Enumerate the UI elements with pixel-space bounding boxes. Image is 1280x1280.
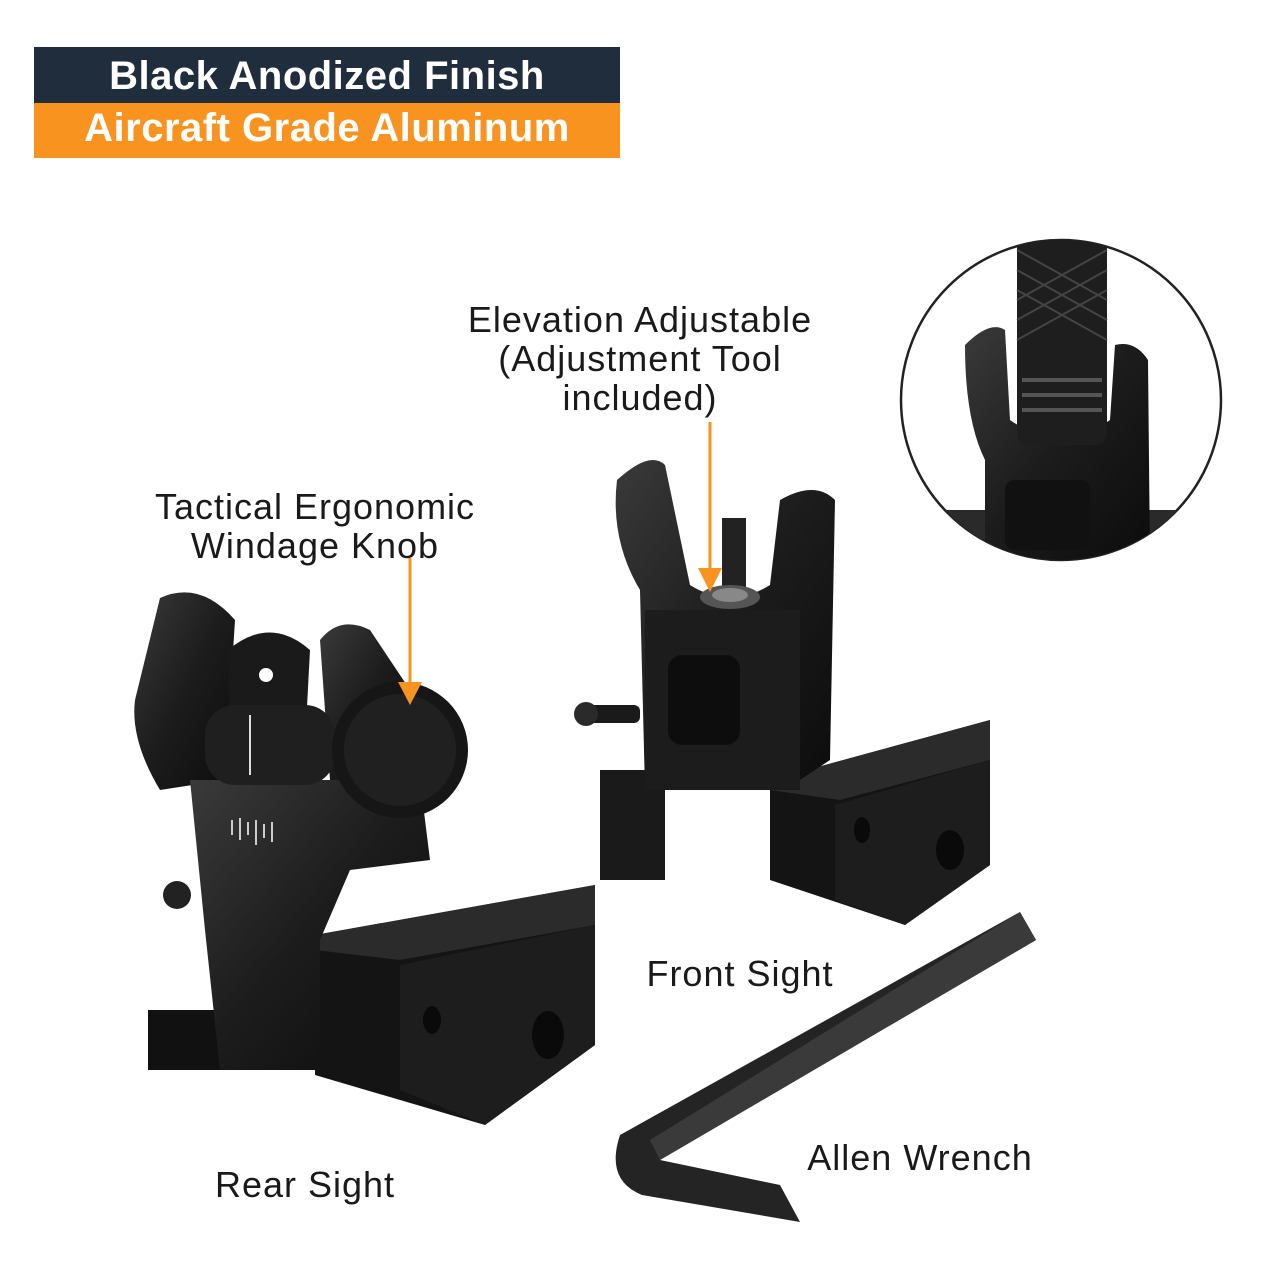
allen-wrench-illustration [615,912,1036,1222]
front-sight-label: Front Sight [646,953,834,994]
callout-arrows [398,422,722,705]
banner-finish-text: Black Anodized Finish [34,47,620,103]
windage-label-line2: Windage Knob [190,525,440,566]
windage-label-line1: Tactical Ergonomic [154,486,476,527]
rear-sight-illustration [134,592,595,1125]
elevation-label-line1: Elevation Adjustable [467,299,813,340]
elevation-label-line2: (Adjustment Tool [498,338,782,379]
windage-label: Tactical Ergonomic Windage Knob [110,487,520,565]
front-sight-illustration [574,460,990,925]
zoom-inset [899,238,1223,562]
banner-material-text: Aircraft Grade Aluminum [34,103,620,158]
allen-wrench-label: Allen Wrench [807,1137,1033,1178]
elevation-label-line3: included) [562,377,718,418]
elevation-label: Elevation Adjustable (Adjustment Tool in… [430,300,850,417]
feature-banner: Black Anodized Finish Aircraft Grade Alu… [34,47,620,158]
rear-sight-label: Rear Sight [214,1164,396,1205]
